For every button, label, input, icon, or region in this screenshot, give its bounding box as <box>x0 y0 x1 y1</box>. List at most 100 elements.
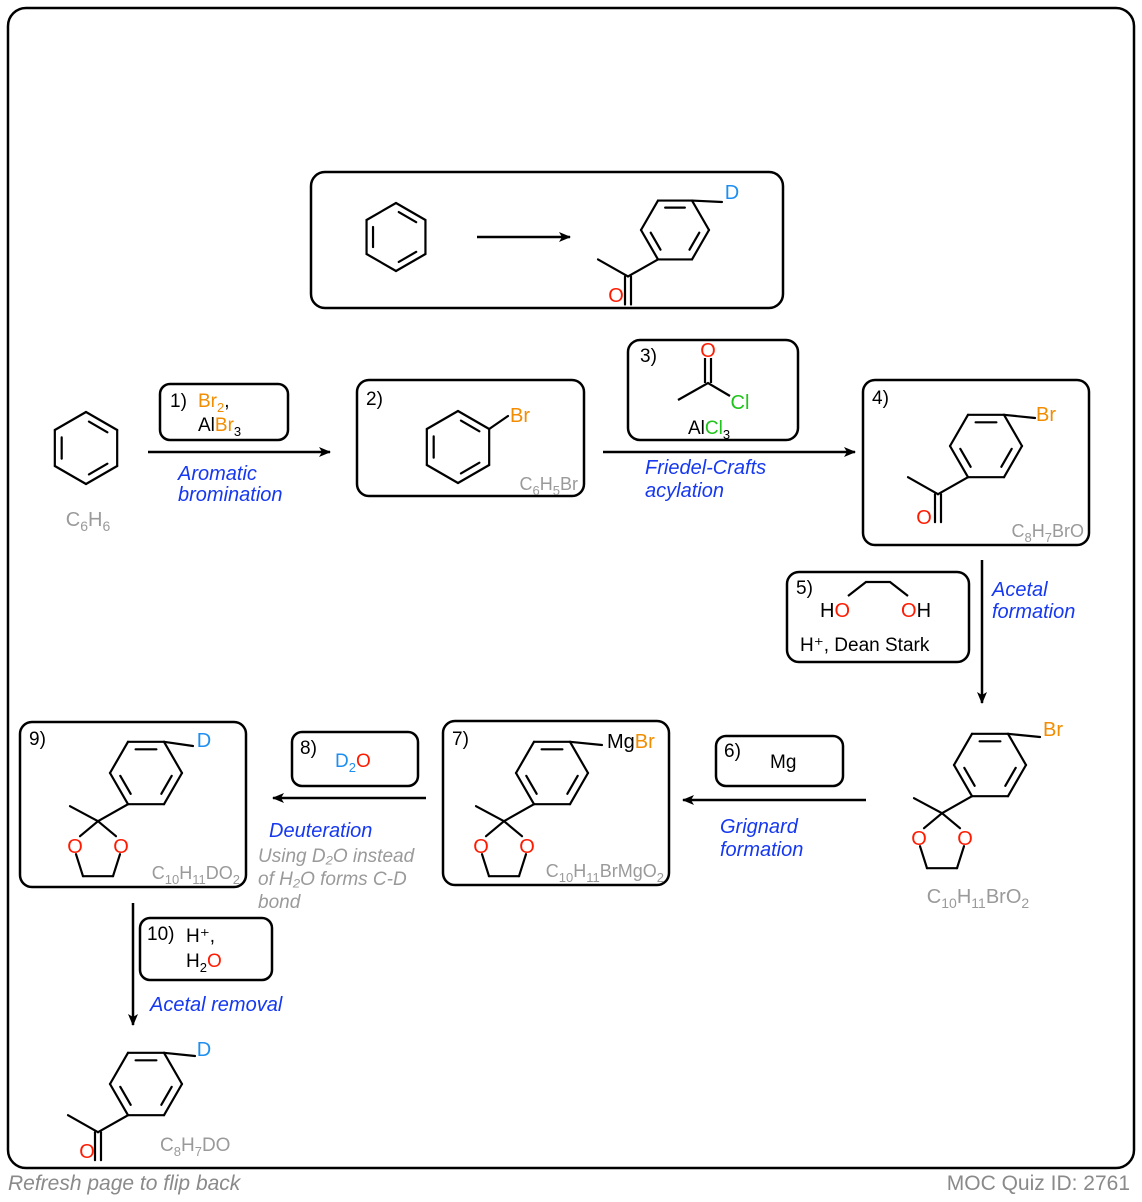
bond <box>96 803 130 823</box>
step5-number: 5) <box>796 578 813 599</box>
bond <box>365 252 398 273</box>
step3-label-line1: Friedel-Crafts <box>645 457 766 479</box>
formula-acetal-bromide: C10H11BrO2 <box>927 886 1030 911</box>
bond <box>912 797 944 815</box>
formula-bromobenzene: C6H5Br <box>520 474 578 498</box>
bond <box>626 258 660 278</box>
benzene-structure <box>53 410 119 486</box>
atom-label: O <box>67 836 83 858</box>
bond <box>108 1051 130 1086</box>
bond <box>568 771 590 806</box>
step8-note-line1: Using D₂O instead <box>258 846 416 867</box>
formula-bromoacetophenone: C8H7BrO <box>1012 521 1084 545</box>
bond <box>111 853 122 878</box>
bond <box>1000 447 1013 468</box>
bond <box>688 231 701 251</box>
bond <box>459 419 481 433</box>
step5-reagent-box <box>785 570 971 664</box>
bond <box>690 199 724 204</box>
step4-oxygen: O <box>916 507 932 529</box>
formula-benzene: C6H6 <box>66 509 111 534</box>
target-box <box>309 170 785 310</box>
step6-label-line1: Grignard <box>720 816 799 838</box>
target-product-deuterium: D <box>725 182 739 204</box>
acetyl-chlorine: Cl <box>731 392 750 414</box>
step1-label-line1: Aromatic <box>177 463 257 485</box>
bond <box>502 820 524 838</box>
step1-label-line2: bromination <box>178 484 283 506</box>
ethylene-glycol-bonds <box>847 580 909 597</box>
bond <box>74 853 85 878</box>
bond <box>162 740 195 748</box>
bond <box>948 413 970 448</box>
bond <box>474 805 506 823</box>
atom-label: O <box>911 828 927 850</box>
bond <box>87 462 109 476</box>
target-product-oxygen: O <box>608 285 624 307</box>
step5-reagent-line2: H⁺, Dean Stark <box>800 635 930 656</box>
bond <box>456 409 491 431</box>
step6-label-line2: formation <box>720 839 803 861</box>
bond <box>1006 732 1042 739</box>
footer-refresh-note: Refresh page to flip back <box>8 1172 241 1195</box>
bond <box>514 740 536 775</box>
bond <box>649 231 662 251</box>
final-product-oxygen: O <box>79 1141 95 1163</box>
step6-number: 6) <box>724 741 741 762</box>
bond <box>488 414 510 431</box>
bond <box>955 845 966 870</box>
bond <box>96 1114 130 1134</box>
bond <box>108 1082 130 1117</box>
step7-number: 7) <box>452 729 469 750</box>
step8-reagent-box <box>290 730 420 788</box>
step10-number: 10) <box>147 924 174 945</box>
step8-label: Deuteration <box>269 820 372 842</box>
atom-label: O <box>113 836 129 858</box>
step2-bromine: Br <box>510 405 530 427</box>
step8-number: 8) <box>300 738 317 759</box>
bond <box>53 410 88 432</box>
bond <box>162 1082 184 1117</box>
bond <box>922 812 944 830</box>
bond <box>936 476 970 496</box>
bond <box>68 805 100 823</box>
bond <box>1002 444 1024 479</box>
bond <box>566 774 579 795</box>
step3-reagent-alcl3: AlCl3 <box>688 418 730 442</box>
bond <box>639 228 660 261</box>
step8-reagent: D2O <box>335 751 371 775</box>
bond <box>690 228 711 261</box>
step3-number: 3) <box>640 346 657 367</box>
final-product-structure <box>66 1051 197 1162</box>
bond <box>84 410 119 432</box>
ethylene-glycol-left-oh: HO <box>820 600 850 622</box>
bond <box>1006 732 1028 767</box>
bond <box>525 774 538 795</box>
bond <box>53 464 88 486</box>
step5-label-line2: formation <box>992 601 1075 623</box>
step2-box <box>355 378 586 498</box>
bromoacetophenone-structure <box>906 413 1037 524</box>
acetal-bromide-bromine: Br <box>1043 719 1063 741</box>
step10-reagent-box <box>138 916 274 982</box>
bond <box>87 420 109 434</box>
ethylene-glycol-right-oh: OH <box>901 600 931 622</box>
bond <box>690 199 711 232</box>
bond <box>162 1051 197 1058</box>
bond <box>952 763 974 798</box>
outer-frame <box>6 6 1136 1170</box>
step1-reagent-line1: Br2, <box>198 391 230 415</box>
bond <box>952 732 974 767</box>
bond <box>480 853 491 878</box>
acetyl-chloride-bonds <box>677 381 731 401</box>
bond <box>639 199 660 232</box>
step1-number: 1) <box>170 391 187 412</box>
formula-product: C8H7DO <box>160 1135 230 1159</box>
bond <box>1006 763 1028 798</box>
bond <box>918 845 929 870</box>
target-product <box>596 199 724 306</box>
bond <box>940 795 974 815</box>
